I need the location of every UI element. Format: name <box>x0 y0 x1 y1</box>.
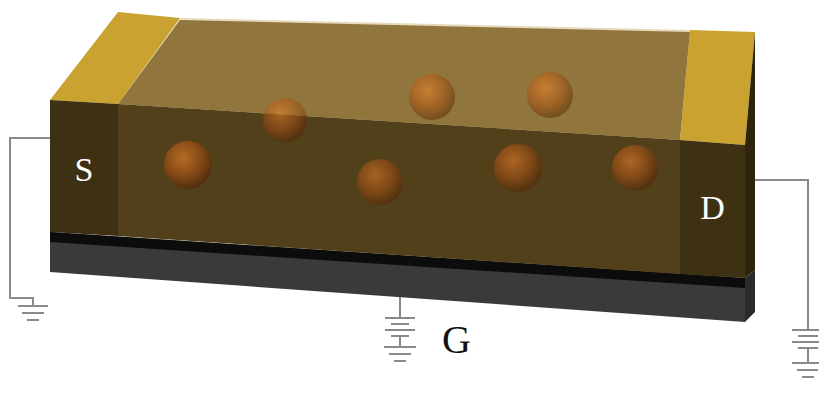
drain-top <box>680 30 755 145</box>
gate-label: G <box>442 320 471 360</box>
drain-face <box>680 140 745 278</box>
source-face <box>50 100 118 236</box>
substrate-side <box>745 270 755 322</box>
electrode-face: S <box>50 140 118 200</box>
channel-front-glass <box>118 104 680 274</box>
source-top <box>50 12 180 104</box>
terminal-label: S <box>75 153 94 187</box>
ground-symbols <box>18 306 819 377</box>
electrode-face: D <box>680 178 745 238</box>
drain-side <box>745 32 755 278</box>
terminal-label: D <box>700 191 725 225</box>
